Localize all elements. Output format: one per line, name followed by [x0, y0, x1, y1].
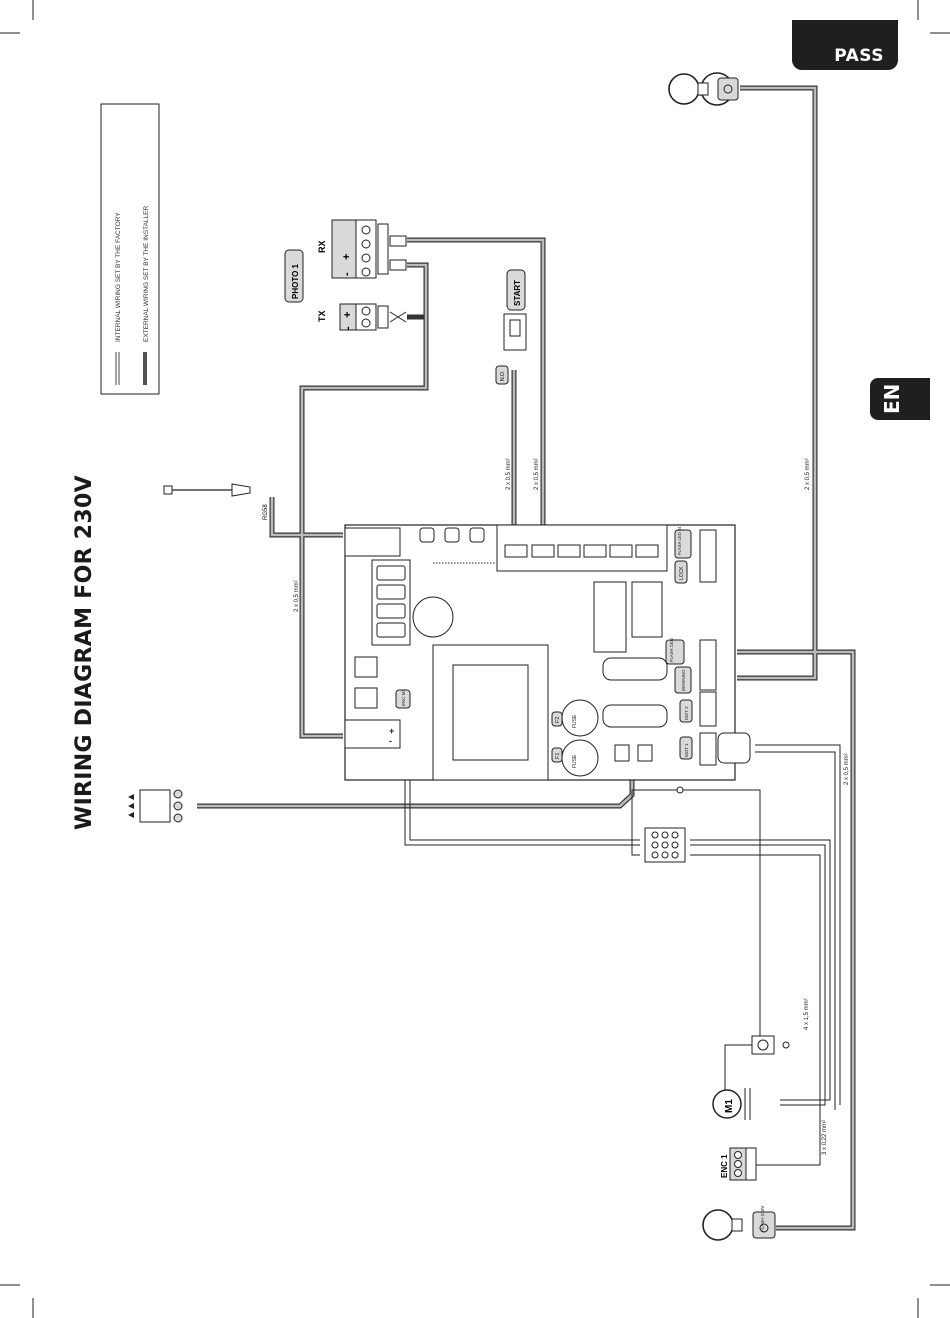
rx-plus-sign: + [341, 254, 353, 260]
photocell-tx: TX + - [317, 303, 407, 331]
fuse-label-2: FUSE [572, 754, 578, 768]
encoder-enc1: ENC 1 [720, 1147, 757, 1181]
cable-label-encoder: 3 x 0,22 mm² [822, 1120, 828, 1155]
language-tab: EN [870, 378, 930, 420]
legend-external-label: EXTERNAL WIRING SET BY THE INSTALLER [143, 206, 150, 342]
warning-label: WARNING [681, 669, 686, 691]
tx-minus-sign: - [342, 326, 354, 330]
flash-lamp-top [668, 72, 739, 106]
external-cable-cores [197, 86, 855, 1230]
earth-terminal [676, 786, 790, 1055]
enc-connector-label: ENC M1 [401, 689, 406, 706]
brand-tab: PASS [792, 20, 898, 70]
legend-box: INTERNAL WIRING SET BY THE FACTORY EXTER… [100, 103, 160, 395]
start-label: START [513, 280, 522, 306]
no-contact-label: N.O. [500, 371, 506, 381]
fuse-f1-label: F1 [555, 753, 561, 759]
fuse-label-1: FUSE [572, 714, 578, 728]
antenna: RG58 [163, 483, 269, 520]
board-plus-label: + [389, 726, 394, 736]
fuse-f2-label: F2 [555, 717, 561, 723]
mot1-label: MOT 1 [684, 743, 689, 757]
rx-minus-sign: - [341, 272, 353, 276]
mains-plug [128, 789, 183, 823]
mot2-label: MOT 2 [684, 706, 689, 720]
tx-plus-sign: + [342, 312, 354, 318]
junction-block [644, 827, 686, 863]
lock-label: LOCK [679, 566, 685, 580]
photo1-badge: PHOTO 1 [284, 249, 304, 303]
flash-led-label: FLASH LED 24 [677, 526, 682, 555]
cable-label-lamp-bottom: 2 x 0,5 mm² [844, 753, 850, 785]
encoder-label: ENC 1 [720, 1154, 729, 1178]
cable-label-lamp-top: 2 x 0,5 mm² [805, 458, 811, 490]
flash-lamp-label: FLASH 230V [760, 1206, 765, 1232]
legend-internal-label: INTERNAL WIRING SET BY THE FACTORY [115, 212, 122, 342]
start-switch: START N.O. [495, 269, 527, 385]
photo1-label: PHOTO 1 [291, 263, 300, 299]
motor-m1: M1 [712, 1088, 751, 1120]
cable-label-start: 2 x 0,5 mm² [506, 458, 512, 490]
motor-label: M1 [724, 1099, 735, 1113]
photocell-rx: RX + - [317, 219, 407, 279]
cable-label-rx: 2 x 0,5 mm² [534, 458, 540, 490]
cable-label-photo: 2 x 0,5 mm² [294, 580, 300, 612]
tx-label: TX [317, 310, 327, 322]
board-minus-label: - [389, 736, 392, 746]
brand-tab-label: PASS [834, 46, 884, 66]
antenna-label: RG58 [263, 504, 269, 520]
flash-230-label: FLASH 230V [669, 637, 674, 662]
cable-label-motor: 4 x 1,5 mm² [804, 998, 810, 1030]
flash-lamp-bottom: FLASH 230V [702, 1206, 776, 1241]
rx-label: RX [317, 240, 327, 253]
control-board: F2 F1 FUSE FUSE ENC M1 LOCK FLASH LED 24… [344, 524, 751, 781]
